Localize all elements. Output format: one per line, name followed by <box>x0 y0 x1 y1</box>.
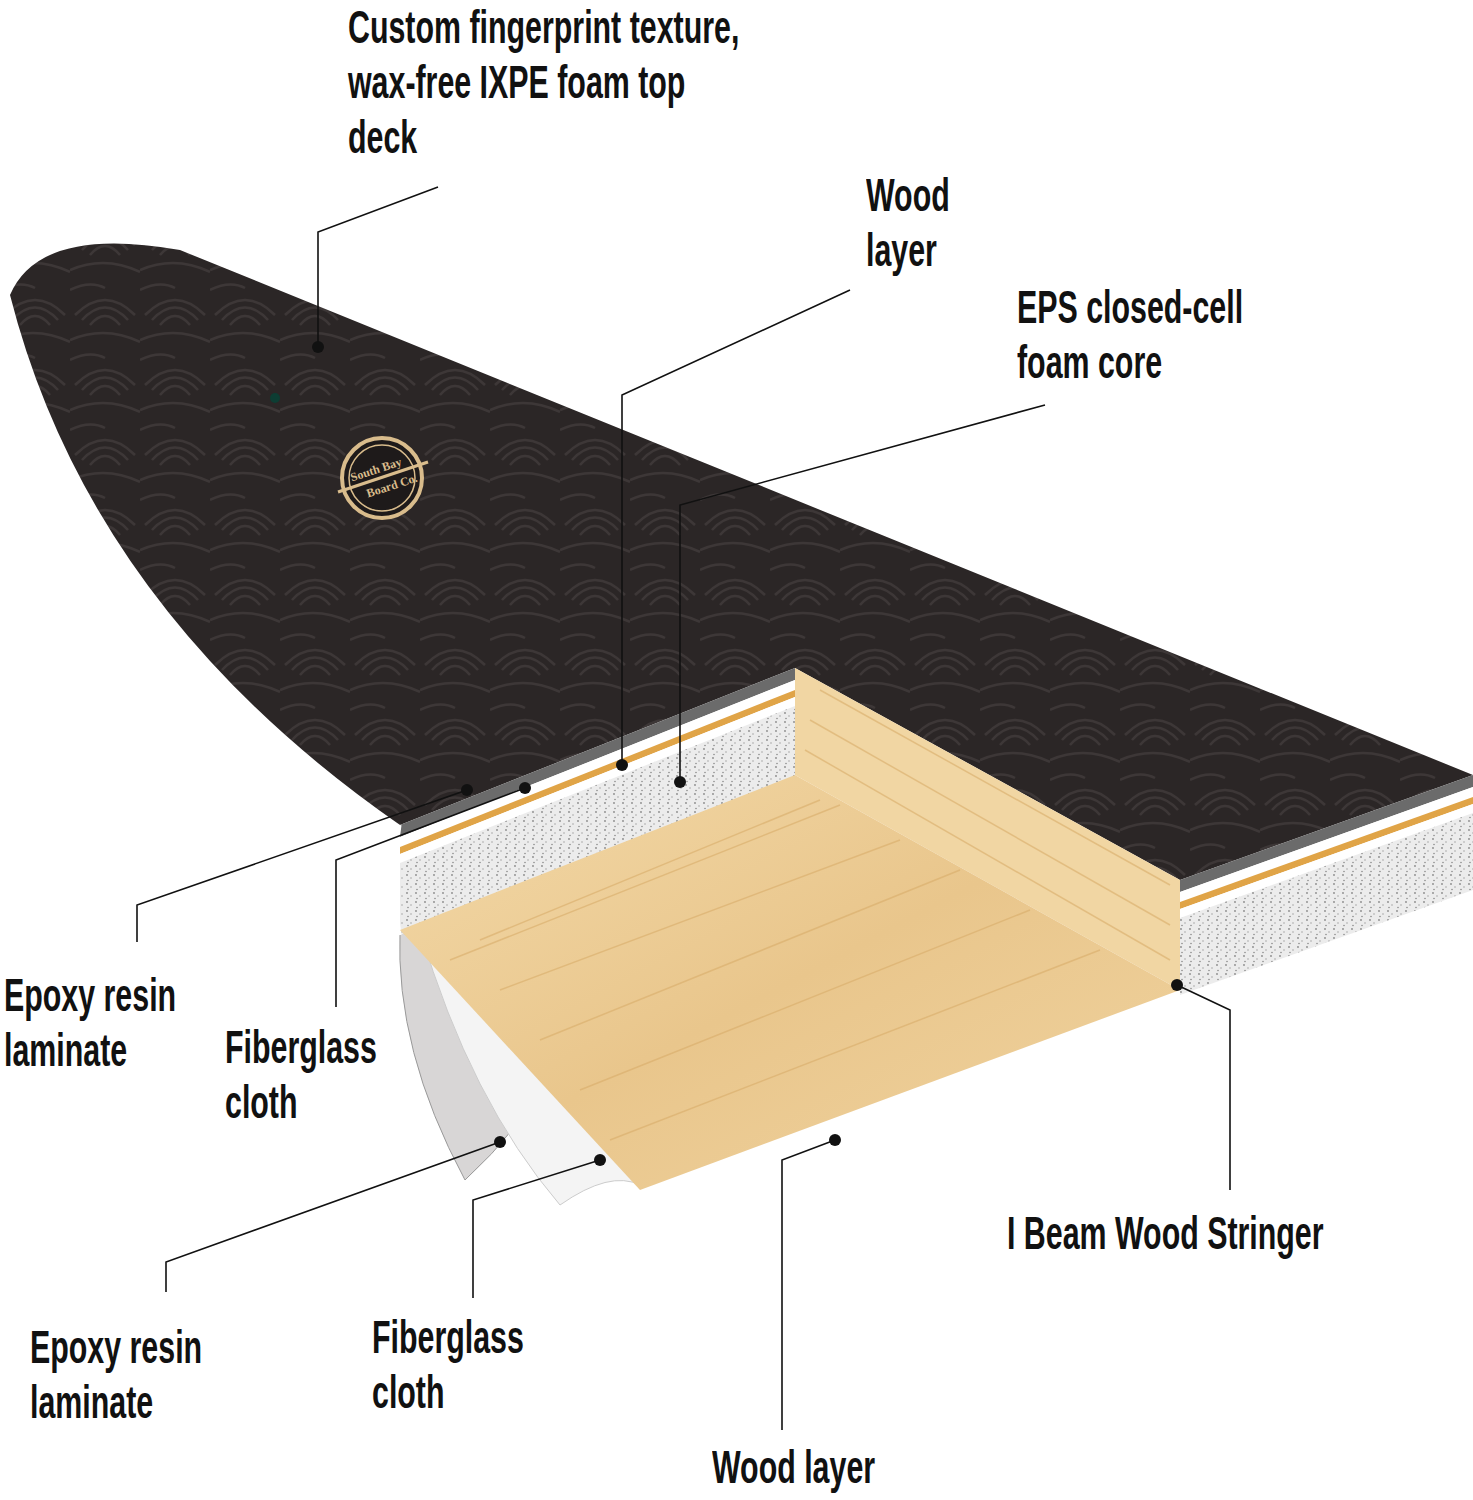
part-label: Wood layer <box>866 168 985 278</box>
part-label: EPS closed-cell foam core <box>1017 280 1301 390</box>
part-label: Fiberglass cloth <box>225 1020 423 1130</box>
part-label: Epoxy resin laminate <box>30 1320 248 1430</box>
part-label: Fiberglass cloth <box>372 1310 570 1420</box>
part-label: Wood layer <box>712 1440 1042 1495</box>
part-label: Custom fingerprint texture, wax-free IXP… <box>348 0 757 165</box>
part-label: I Beam Wood Stringer <box>1007 1206 1469 1261</box>
part-label: Epoxy resin laminate <box>4 968 222 1078</box>
